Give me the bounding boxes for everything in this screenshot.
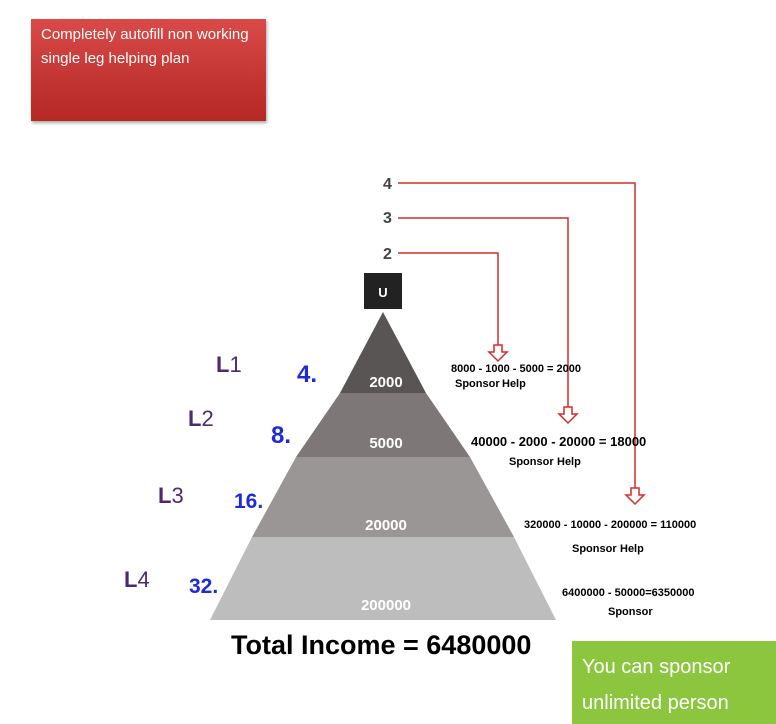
tier-3-amount: 20000 (365, 517, 407, 534)
level-1-help-label: Help (502, 378, 526, 390)
plan-description-callout: Completely autofill non working single l… (31, 19, 266, 121)
tier-1-amount: 2000 (369, 374, 402, 391)
total-income: Total Income = 6480000 (231, 630, 531, 660)
level-3-help-label: Help (620, 543, 644, 555)
level-1-sponsor-label: Sponsor (455, 378, 500, 390)
arrowhead-2 (487, 344, 509, 363)
top-user-label: U (378, 285, 387, 300)
top-user-node (364, 273, 402, 309)
level-label-3: L3 (158, 483, 184, 508)
arrowhead-4 (624, 487, 646, 506)
pyramid-tier-2 (296, 393, 470, 457)
arrow-number-2: 2 (383, 246, 392, 263)
level-4-count: 32. (189, 575, 218, 598)
sponsor-callout-text: You can sponsor unlimited person (582, 656, 731, 714)
level-3-count: 16. (234, 490, 263, 513)
connector-line-4 (398, 182, 636, 488)
connector-line-3 (398, 217, 569, 407)
level-4-sponsor-label: Sponsor (608, 606, 653, 618)
pyramid-tier-1 (340, 312, 426, 393)
level-label-2: L2 (188, 406, 214, 431)
level-label-1: L1 (216, 352, 242, 377)
level-1-calculation: 8000 - 1000 - 5000 = 2000 (451, 363, 581, 375)
pyramid-tier-3 (252, 457, 514, 537)
level-2-sponsor-label: Sponsor (509, 456, 554, 468)
level-3-calculation: 320000 - 10000 - 200000 = 110000 (524, 519, 696, 531)
tier-2-amount: 5000 (369, 435, 402, 452)
level-2-count: 8. (271, 422, 291, 449)
arrowhead-3 (557, 406, 579, 425)
level-1-count: 4. (297, 361, 317, 388)
sponsor-callout: You can sponsor unlimited person (572, 641, 776, 724)
level-4-calculation: 6400000 - 50000=6350000 (562, 587, 694, 599)
level-3-sponsor-label: Sponsor (572, 543, 617, 555)
arrow-number-3: 3 (383, 210, 392, 227)
plan-description-text: Completely autofill non working single l… (41, 26, 249, 67)
tier-4-amount: 200000 (361, 597, 411, 614)
connector-line-2 (398, 252, 499, 345)
level-label-4: L4 (124, 567, 150, 592)
arrow-number-4: 4 (383, 176, 392, 193)
pyramid-tier-4 (210, 537, 556, 620)
level-2-help-label: Help (557, 456, 581, 468)
level-2-calculation: 40000 - 2000 - 20000 = 18000 (471, 434, 646, 449)
